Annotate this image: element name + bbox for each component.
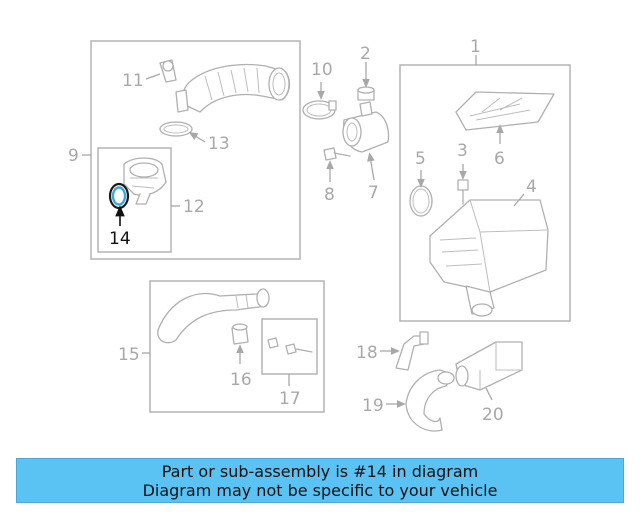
callout-3[interactable]: 3	[457, 141, 468, 161]
o-ring-part-14[interactable]	[108, 182, 130, 210]
leader-13	[188, 131, 206, 143]
group-box-9	[90, 40, 301, 260]
intake-hose-part[interactable]	[175, 63, 291, 113]
bolt-set-part-17[interactable]	[267, 337, 313, 355]
callout-17[interactable]: 17	[279, 389, 301, 409]
leader-11	[145, 73, 161, 80]
callout-1[interactable]: 1	[470, 37, 481, 57]
banner-line-1: Part or sub-assembly is #14 in diagram	[161, 462, 479, 481]
intake-pipe-part-19[interactable]	[405, 369, 455, 432]
throttle-adapter-part[interactable]	[123, 157, 167, 205]
callout-13[interactable]: 13	[208, 134, 230, 154]
screw-part-3[interactable]	[457, 179, 469, 205]
clamp-part-10[interactable]	[302, 100, 337, 120]
callout-4[interactable]: 4	[526, 177, 537, 197]
leader-7	[367, 152, 375, 181]
banner-line-2: Diagram may not be specific to your vehi…	[142, 481, 498, 500]
callout-6[interactable]: 6	[494, 149, 505, 169]
callout-15[interactable]: 15	[118, 345, 140, 365]
callout-20[interactable]: 20	[482, 405, 504, 425]
info-banner: Part or sub-assembly is #14 in diagram D…	[16, 458, 624, 503]
leader-20	[485, 387, 493, 401]
resonator-part-20[interactable]	[455, 341, 523, 391]
callout-5[interactable]: 5	[415, 149, 426, 169]
callout-8[interactable]: 8	[324, 185, 335, 205]
callout-2[interactable]: 2	[360, 44, 371, 64]
callout-16[interactable]: 16	[230, 370, 252, 390]
grommet-part-2[interactable]	[357, 86, 375, 101]
air-cleaner-cover-part-6[interactable]	[455, 91, 555, 131]
callout-10[interactable]: 10	[311, 60, 333, 80]
grommet-part-16[interactable]	[231, 323, 249, 345]
air-cleaner-housing-part-4[interactable]	[429, 199, 549, 317]
callout-12[interactable]: 12	[183, 197, 205, 217]
seal-part-5[interactable]	[409, 185, 433, 217]
group-box-15	[149, 280, 325, 413]
group-box-1	[399, 64, 571, 322]
callout-9[interactable]: 9	[68, 146, 79, 166]
hose-part-18[interactable]	[395, 331, 429, 371]
breather-fitting-part[interactable]	[159, 59, 177, 83]
callout-11[interactable]: 11	[122, 71, 144, 91]
callout-7[interactable]: 7	[368, 183, 379, 203]
callout-18[interactable]: 18	[356, 343, 378, 363]
callout-19[interactable]: 19	[362, 396, 384, 416]
hose-clamp-part[interactable]	[159, 121, 193, 137]
group-box-12	[97, 147, 172, 253]
mass-air-flow-sensor-part-7[interactable]	[342, 101, 390, 153]
leader-4	[513, 193, 525, 207]
bolt-part-8[interactable]	[323, 147, 351, 161]
duct-part-15[interactable]	[157, 288, 270, 344]
callout-14[interactable]: 14	[109, 229, 131, 249]
